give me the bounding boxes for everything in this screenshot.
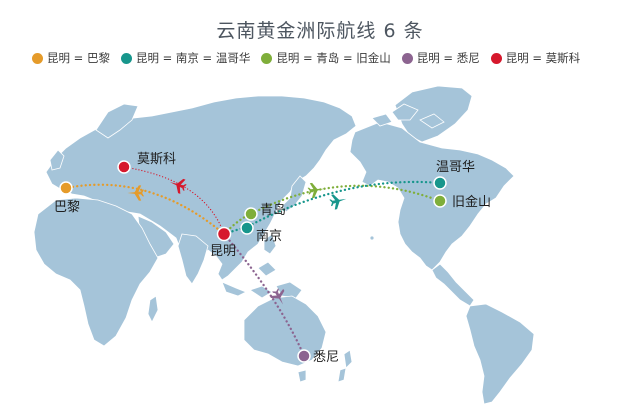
city-dot-nanjing	[240, 221, 254, 235]
legend-item-paris: 昆明 = 巴黎	[32, 50, 110, 66]
india-landmass	[177, 233, 209, 285]
legend: 昆明 = 巴黎 昆明 = 南京 = 温哥华 昆明 = 青岛 = 旧金山 昆明 =…	[32, 48, 622, 68]
city-dot-qingdao	[244, 207, 258, 221]
city-label-paris: 巴黎	[54, 200, 80, 215]
legend-label: 昆明 = 巴黎	[47, 51, 110, 65]
legend-label: 昆明 = 莫斯科	[505, 51, 581, 65]
city-label-nanjing: 南京	[256, 228, 282, 244]
eurasia-landmass	[45, 95, 357, 281]
legend-item-moscow: 昆明 = 莫斯科	[490, 50, 581, 66]
south-america-landmass	[465, 303, 535, 405]
city-label-sanfrancisco: 旧金山	[452, 194, 491, 210]
legend-item-sydney: 昆明 = 悉尼	[401, 50, 480, 66]
city-label-qingdao: 青岛	[260, 202, 286, 218]
legend-item-vancouver: 昆明 = 南京 = 温哥华	[120, 50, 251, 66]
tasmania-landmass	[297, 369, 307, 383]
legend-label: 昆明 = 悉尼	[416, 51, 480, 65]
city-dot-sanfrancisco	[433, 194, 447, 208]
japan-landmass	[281, 175, 307, 213]
legend-dot	[32, 52, 43, 64]
legend-dot	[261, 52, 273, 64]
city-dot-kunming	[216, 226, 232, 242]
city-dot-moscow	[117, 160, 131, 174]
philippines-landmass	[263, 233, 277, 255]
airplane-icon	[306, 181, 326, 199]
route-qingdao-sanfrancisco	[222, 184, 442, 236]
arctic-islands-landmass	[371, 103, 445, 129]
new-zealand-landmass	[337, 349, 353, 383]
city-label-kunming: 昆明	[210, 244, 236, 259]
indonesia-landmass	[221, 261, 303, 299]
route-kunming-paris	[64, 183, 226, 236]
route-nanjing-vancouver	[222, 180, 442, 236]
legend-dot	[490, 52, 502, 64]
city-label-vancouver: 温哥华	[436, 160, 475, 175]
airplane-icon	[328, 191, 349, 211]
city-dot-paris	[59, 181, 73, 195]
legend-label: 昆明 = 青岛 = 旧金山	[276, 51, 391, 65]
scandinavia-landmass	[95, 103, 139, 139]
city-dot-sydney	[297, 349, 311, 363]
legend-label: 昆明 = 南京 = 温哥华	[135, 51, 251, 65]
map-title: 云南黄金洲际航线 6 条	[216, 20, 424, 42]
route-kunming-moscow	[123, 166, 225, 235]
legend-item-sanfrancisco: 昆明 = 青岛 = 旧金山	[261, 50, 391, 66]
city-dot-vancouver	[433, 176, 447, 190]
britain-landmass	[49, 149, 65, 171]
city-label-moscow: 莫斯科	[137, 152, 176, 167]
hawaii-landmass	[369, 235, 375, 241]
africa-landmass	[33, 197, 159, 347]
central-america-landmass	[431, 263, 475, 307]
legend-dot	[401, 52, 413, 64]
city-label-sydney: 悉尼	[313, 350, 339, 365]
legend-dot	[120, 52, 132, 64]
madagascar-landmass	[147, 295, 159, 323]
